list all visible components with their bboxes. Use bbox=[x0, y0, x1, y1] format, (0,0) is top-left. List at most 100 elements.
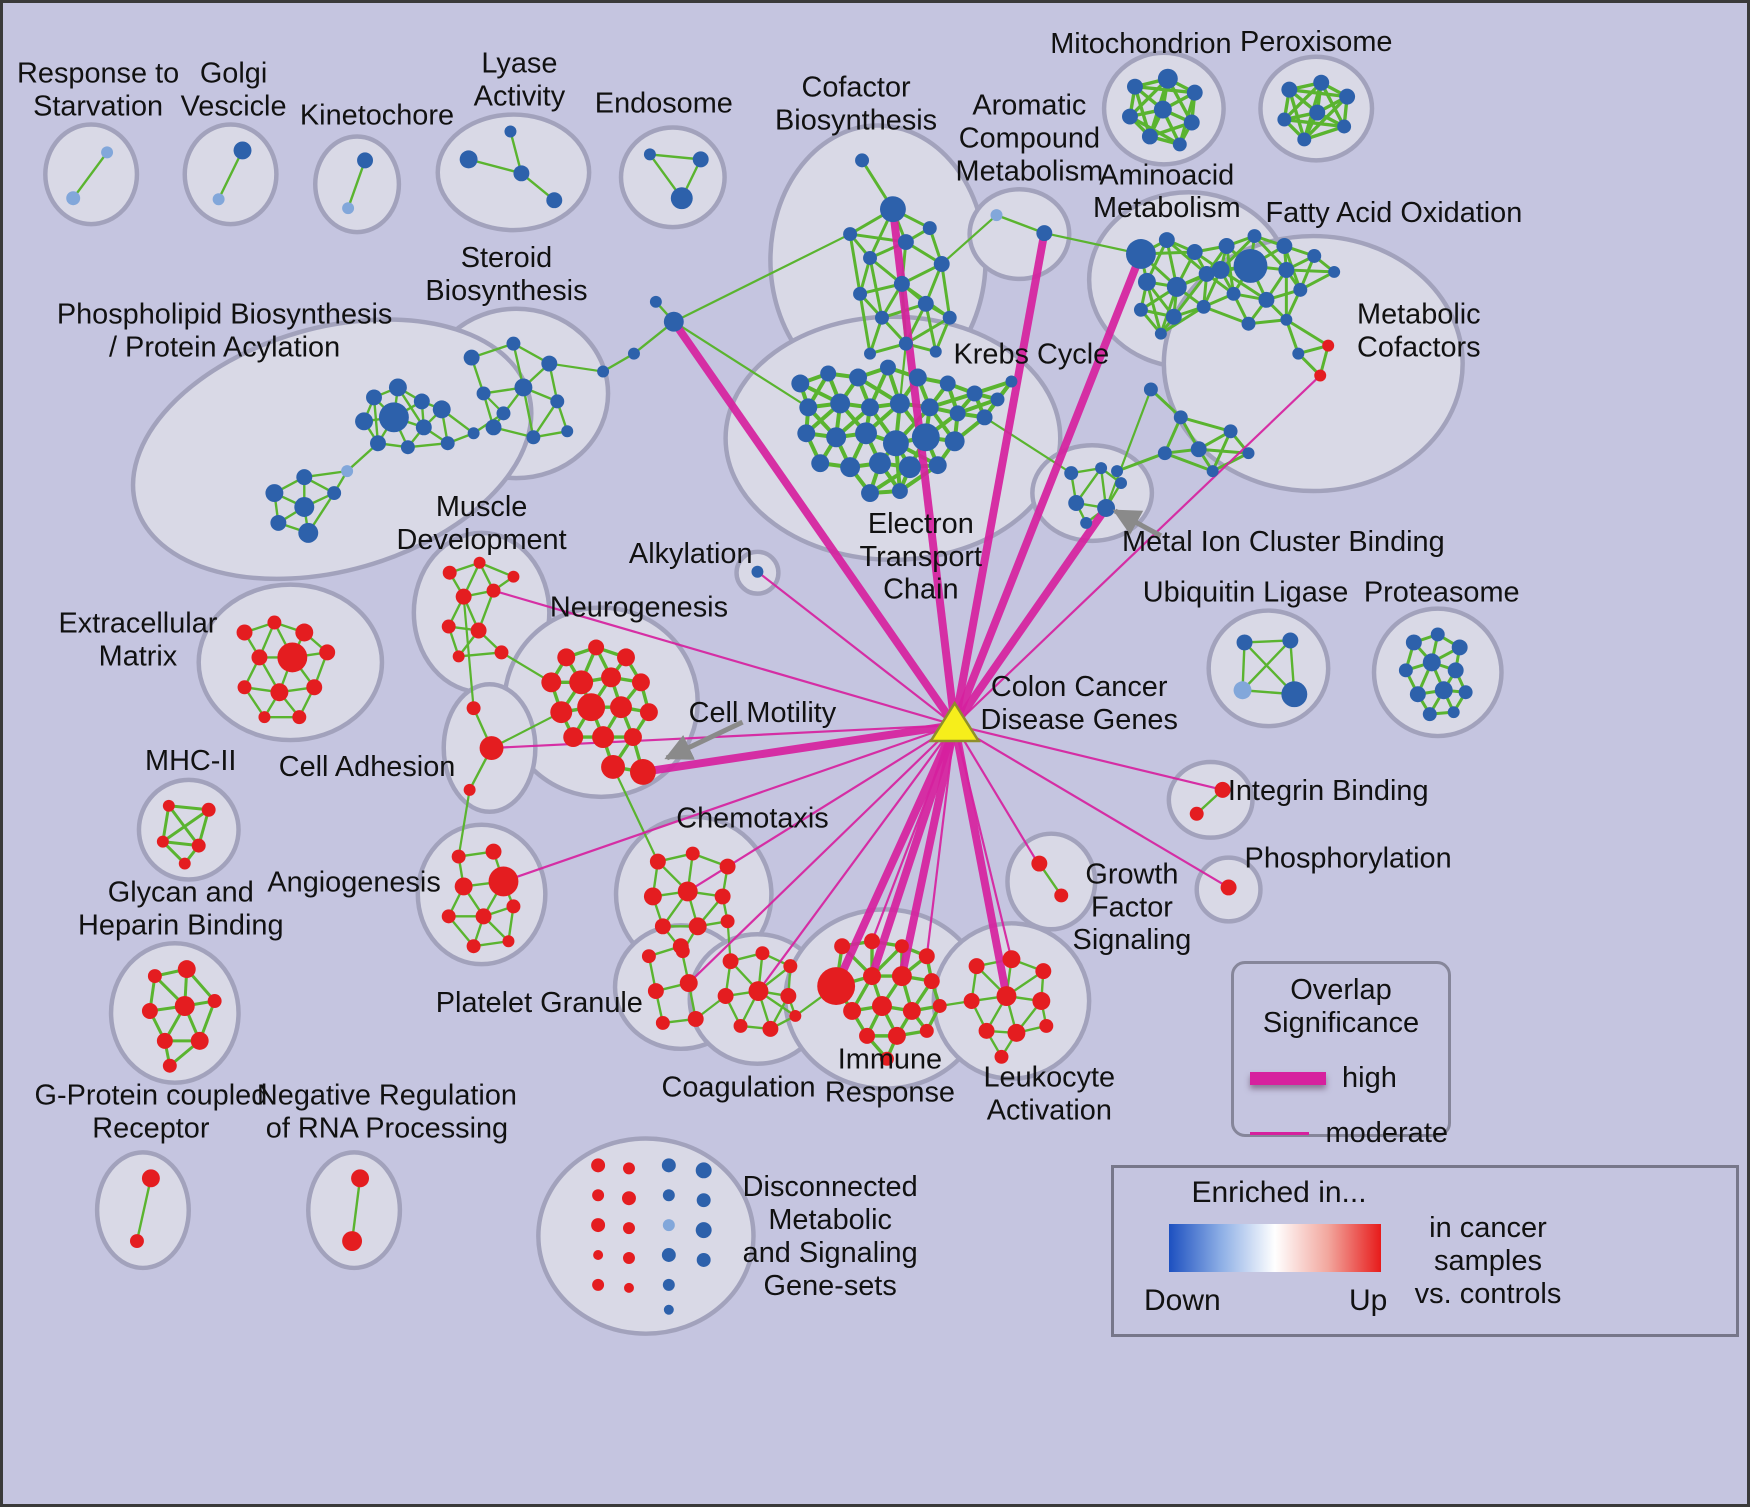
label-colon-cancer-disease-genes-line-1: Colon Cancer bbox=[991, 671, 1168, 703]
label-angiogenesis-line-1: Angiogenesis bbox=[267, 866, 440, 898]
edge-ubiquitin-ligase bbox=[1241, 639, 1292, 692]
node-glycan-heparin-binding bbox=[190, 1031, 209, 1050]
node-steroid-biosynthesis bbox=[561, 425, 574, 438]
label-golgi-vescicle-line-1: Golgi bbox=[200, 58, 267, 90]
node-g-protein-coupled-receptor bbox=[129, 1234, 144, 1249]
node-peroxisome bbox=[1277, 112, 1292, 127]
label-mhc-ii: MHC-II bbox=[145, 745, 236, 777]
node-immune-response bbox=[879, 1051, 894, 1066]
node-immune-response bbox=[923, 973, 940, 990]
node-disconnected-gene-sets bbox=[662, 1278, 675, 1291]
node-angiogenesis bbox=[454, 877, 473, 896]
node-proteasome bbox=[1434, 681, 1453, 700]
node-peroxisome bbox=[1313, 74, 1330, 91]
node-cofactor-biosynthesis bbox=[875, 310, 889, 325]
node-electron-transport-chain bbox=[791, 374, 810, 393]
node-ubiquitin-ligase bbox=[1236, 634, 1253, 651]
label-immune-response-line-2: Response bbox=[825, 1077, 955, 1109]
node-metabolic-supercluster bbox=[1157, 446, 1172, 461]
node-angiogenesis bbox=[451, 849, 466, 864]
node-neurogenesis bbox=[639, 703, 658, 722]
node-metabolic-supercluster bbox=[1111, 465, 1124, 478]
node-metabolic-supercluster bbox=[1293, 282, 1308, 297]
node-cofactor-biosynthesis bbox=[843, 227, 858, 242]
node-cofactor-biosynthesis bbox=[933, 255, 950, 272]
node-lyase-activity bbox=[513, 165, 530, 182]
node-golgi-vescicle bbox=[212, 193, 225, 206]
label-aminoacid-metabolism-line-1: Aminoacid bbox=[1099, 159, 1234, 191]
node-leukocyte-activation bbox=[994, 1049, 1009, 1064]
node-muscle-development bbox=[452, 650, 465, 663]
node-immune-response bbox=[932, 999, 947, 1013]
node-bridge-nodes bbox=[649, 295, 662, 308]
node-metabolic-supercluster bbox=[1223, 424, 1238, 439]
node-cell-adhesion bbox=[466, 701, 481, 716]
label-cell-adhesion: Cell Adhesion bbox=[279, 751, 456, 783]
significance-spoke-moderate bbox=[954, 724, 1223, 791]
node-coagulation bbox=[722, 953, 739, 970]
node-metabolic-supercluster bbox=[1154, 327, 1167, 340]
node-leukocyte-activation bbox=[1007, 1023, 1026, 1042]
node-metabolic-supercluster bbox=[1218, 238, 1235, 254]
node-mhc-ii bbox=[178, 857, 191, 870]
node-metal-ion-cluster-binding bbox=[1115, 477, 1127, 490]
edge-metabolic-supercluster bbox=[1180, 415, 1231, 433]
node-immune-response bbox=[859, 1027, 875, 1044]
significance-spoke-high bbox=[670, 319, 958, 728]
node-metabolic-supercluster bbox=[1198, 265, 1215, 282]
edge-metabolic-supercluster bbox=[1285, 318, 1329, 347]
cluster-aromatic-compound-metabolism bbox=[967, 187, 1072, 282]
node-cofactor-biosynthesis bbox=[879, 196, 906, 223]
node-disconnected-gene-sets bbox=[591, 1218, 606, 1233]
label-glycan-heparin-binding-line-1: Glycan and bbox=[108, 876, 254, 908]
node-muscle-development bbox=[470, 622, 487, 639]
node-disconnected-gene-sets bbox=[695, 1222, 712, 1239]
node-proteasome bbox=[1447, 662, 1464, 679]
node-platelet-granule bbox=[679, 974, 698, 993]
node-steroid-biosynthesis bbox=[476, 386, 491, 401]
inter-cluster-link bbox=[673, 320, 809, 409]
label-steroid-biosynthesis-line-2: Biosynthesis bbox=[425, 275, 587, 307]
node-extracellular-matrix bbox=[237, 680, 252, 695]
label-chemotaxis: Chemotaxis bbox=[676, 803, 828, 835]
node-kinetochore bbox=[342, 202, 355, 215]
node-bridge-nodes bbox=[663, 311, 684, 332]
edge-metabolic-supercluster bbox=[1211, 430, 1232, 472]
label-cell-motility-line-1: Cell Motility bbox=[689, 697, 837, 729]
label-metal-ion-cluster-binding: Metal Ion Cluster Binding bbox=[1122, 526, 1445, 558]
node-muscle-development bbox=[442, 565, 457, 580]
node-mhc-ii bbox=[162, 799, 175, 812]
label-mhc-ii-line-1: MHC-II bbox=[145, 745, 236, 777]
label-neurogenesis-line-1: Neurogenesis bbox=[550, 592, 728, 624]
node-disconnected-gene-sets bbox=[661, 1158, 676, 1173]
label-lyase-activity-line-1: Lyase bbox=[481, 48, 557, 80]
label-kinetochore: Kinetochore bbox=[300, 100, 454, 132]
node-metal-ion-cluster-binding bbox=[1095, 462, 1108, 475]
node-angiogenesis bbox=[485, 843, 502, 860]
node-mitochondrion bbox=[1141, 128, 1158, 145]
overlap-legend-title-line2: Significance bbox=[1262, 1007, 1420, 1039]
label-leukocyte-activation-line-2: Activation bbox=[987, 1095, 1112, 1127]
node-muscle-development bbox=[473, 556, 486, 569]
node-angiogenesis bbox=[475, 908, 492, 925]
node-disconnected-gene-sets bbox=[623, 1222, 635, 1235]
node-immune-response bbox=[894, 939, 909, 954]
edge-endosome bbox=[649, 153, 701, 161]
node-phospholipid-protein-acylation bbox=[296, 469, 313, 486]
node-proteasome bbox=[1458, 685, 1473, 700]
node-endosome bbox=[643, 148, 656, 161]
node-neurogenesis bbox=[541, 672, 562, 693]
label-electron-transport-chain-line-3: Chain bbox=[883, 574, 958, 606]
label-fatty-acid-oxidation-line-1: Fatty Acid Oxidation bbox=[1266, 197, 1523, 229]
node-electron-transport-chain bbox=[911, 423, 940, 452]
edge-g-protein-coupled-receptor bbox=[135, 1178, 153, 1242]
node-disconnected-gene-sets bbox=[622, 1191, 636, 1206]
node-phospholipid-protein-acylation bbox=[378, 402, 409, 433]
node-phospholipid-protein-acylation bbox=[270, 514, 287, 531]
node-metabolic-supercluster bbox=[1276, 238, 1293, 254]
enrichment-note-line1: in cancer bbox=[1429, 1212, 1547, 1244]
edge-lyase-activity bbox=[468, 158, 522, 175]
